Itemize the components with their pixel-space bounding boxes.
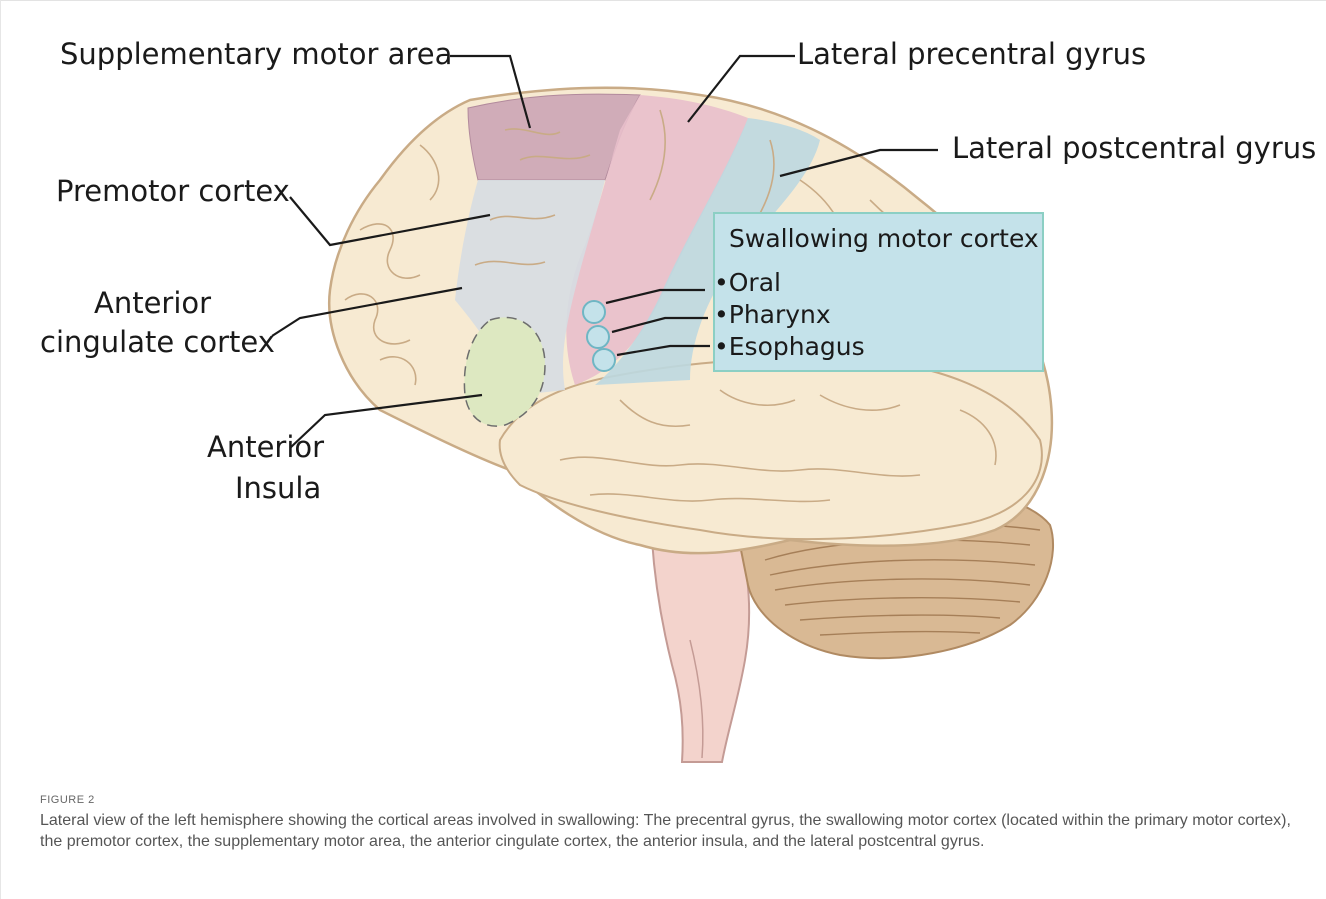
pharynx-marker bbox=[587, 326, 609, 348]
label-anterior-cingulate-line1: Anterior bbox=[94, 286, 211, 320]
label-anterior-cingulate-line2: cingulate cortex bbox=[40, 325, 275, 359]
figure-number: FIGURE 2 bbox=[40, 794, 95, 806]
brain-diagram: Swallowing motor cortex •Oral •Pharynx •… bbox=[0, 0, 1326, 790]
label-premotor-cortex: Premotor cortex bbox=[56, 174, 290, 208]
label-anterior-insula-line2: Insula bbox=[235, 471, 321, 505]
label-supplementary-motor-area: Supplementary motor area bbox=[60, 37, 452, 71]
figure-caption: Lateral view of the left hemisphere show… bbox=[40, 810, 1300, 852]
swallowing-box-title: Swallowing motor cortex bbox=[729, 224, 1039, 253]
swallowing-item-oral: •Oral bbox=[714, 268, 781, 297]
swallowing-item-esophagus: •Esophagus bbox=[714, 332, 865, 361]
label-lateral-precentral-gyrus: Lateral precentral gyrus bbox=[797, 37, 1146, 71]
oral-marker bbox=[583, 301, 605, 323]
esophagus-marker bbox=[593, 349, 615, 371]
label-anterior-insula-line1: Anterior bbox=[207, 430, 324, 464]
label-lateral-postcentral-gyrus: Lateral postcentral gyrus bbox=[952, 131, 1316, 165]
swallowing-item-pharynx: •Pharynx bbox=[714, 300, 831, 329]
brainstem bbox=[652, 540, 749, 762]
